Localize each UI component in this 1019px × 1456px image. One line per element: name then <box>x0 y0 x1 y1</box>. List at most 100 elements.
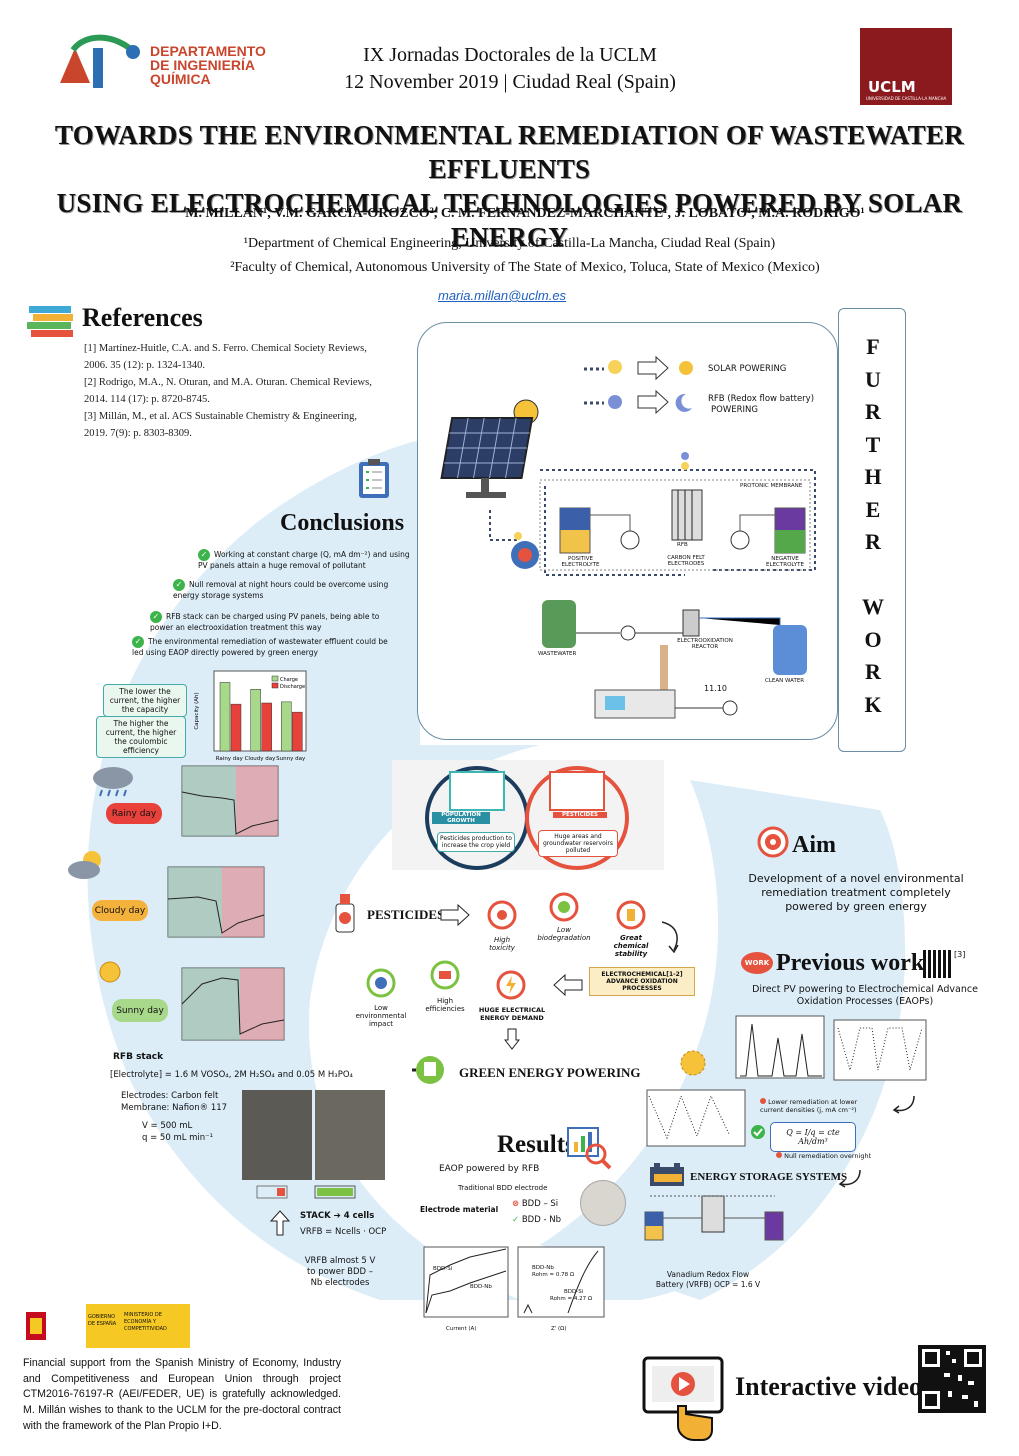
high-toxicity-label: High toxicity <box>489 936 515 952</box>
bdd-nb-option: ✓ BDD - Nb <box>512 1215 561 1225</box>
bddsi-imp-label: BDD-Si <box>564 1289 584 1295</box>
affiliation-2: ²Faculty of Chemical, Autonomous Univers… <box>230 260 820 275</box>
conclusion-text: Null removal at night hours could be ove… <box>173 580 389 600</box>
conclusion-text: Working at constant charge (Q, mA dm⁻²) … <box>198 550 410 570</box>
previous-work-title: Previous work <box>776 950 925 976</box>
conclusion-text: The environmental remediation of wastewa… <box>132 637 388 657</box>
sun-gear-icon <box>678 1048 708 1078</box>
rainy-day-badge: Rainy day <box>106 803 162 824</box>
electrode-photo <box>580 1180 626 1226</box>
legend-swatch <box>271 682 279 689</box>
trad-electrode-label: Traditional BDD electrode <box>458 1184 548 1192</box>
results-title: Results <box>497 1131 575 1158</box>
remediation-chart-2 <box>637 1088 749 1156</box>
electrode-material-label: Electrode material <box>420 1205 499 1214</box>
biodegradation-icon <box>549 892 579 922</box>
bddnb-imp-label: BDD-Nb <box>532 1265 554 1271</box>
left-arrow-icon <box>553 973 583 997</box>
interactive-video-title: Interactive video: <box>735 1372 931 1401</box>
clipboard-icon <box>357 458 391 500</box>
previous-work-text: Direct PV powering to Electrochemical Ad… <box>752 984 978 1007</box>
bar <box>230 703 242 752</box>
reference-2: [2] Rodrigo, M.A., N. Oturan, and M.A. O… <box>84 377 372 405</box>
further-work-letter: E <box>865 496 881 522</box>
conclusion-2: ✓Null removal at night hours could be ov… <box>173 579 393 600</box>
sunny-day-badge: Sunny day <box>112 999 168 1022</box>
tick-label: Cloudy day <box>245 756 277 762</box>
sun-icon <box>92 954 128 990</box>
event-name: IX Jornadas Doctorales de la UCLM <box>363 44 657 66</box>
eaop-box: ELECTROCHEMICAL[1-2] ADVANCE OXIDATION P… <box>589 967 695 996</box>
title-line2: USING ELECTROCHEMICAL TECHNOLOGIES POWER… <box>56 188 963 252</box>
further-work-letter: R <box>865 659 881 684</box>
protonic-membrane-label: PROTONIC MEMBRANE <box>740 483 803 489</box>
bdd-si-option: ⊗ BDD – Si <box>512 1199 558 1209</box>
tick-label: Rainy day <box>216 756 244 762</box>
dept-line3: QUÍMICA <box>150 71 211 87</box>
lower-remed-text: Lower remediation at lower current densi… <box>760 1098 858 1114</box>
cloudy-day-badge: Cloudy day <box>92 900 148 921</box>
impedance-chart <box>508 1245 608 1337</box>
legend-swatch <box>271 675 279 682</box>
rfb-powering-label-1: RFB (Redox flow battery) <box>708 394 815 404</box>
video-play-icon[interactable] <box>642 1356 726 1442</box>
wastewater-label: WASTEWATER <box>538 651 577 657</box>
conclusion-text: RFB stack can be charged using PV panels… <box>150 612 380 632</box>
solar-panel-icon <box>436 396 556 506</box>
further-work-letter <box>839 559 907 592</box>
bdd-nb-text: BDD - Nb <box>521 1215 561 1225</box>
low-biodeg-label: Low biodegradation <box>537 926 591 942</box>
meter-reading: 11.10 <box>704 684 727 693</box>
bar <box>281 701 292 752</box>
email-link[interactable]: maria.millan@uclm.es <box>438 288 567 303</box>
dept-line1: DEPARTAMENTO <box>150 43 266 59</box>
stability-icon <box>616 900 646 930</box>
plug-icon <box>410 1052 454 1088</box>
pesticide-production-note: Pesticides production to increase the cr… <box>437 832 515 852</box>
reference-3: [3] Millán, M., et al. ACS Sustainable C… <box>84 411 357 439</box>
further-work-letter: U <box>865 366 881 392</box>
energy-storage-title: ENERGY STORAGE SYSTEMS <box>690 1171 848 1183</box>
positive-electrolyte-label: POSITIVE ELECTROLYTE <box>561 556 600 568</box>
eaop-rfb-label: EAOP powered by RFB <box>439 1164 540 1174</box>
charge-equation: Q = I/q = cte Ah/dm³ <box>770 1122 856 1152</box>
further-work-letter: R <box>865 399 881 424</box>
note-coulombic: The higher the current, the higher the c… <box>96 716 186 758</box>
qr-code-video[interactable] <box>918 1345 986 1413</box>
note-capacity: The lower the current, the higher the ca… <box>103 684 187 717</box>
electrolyte-spec: [Electrolyte] = 1.6 M VOSO₄, 2M H₂SO₄ an… <box>110 1070 353 1080</box>
rfb-stack-title: RFB stack <box>113 1052 164 1062</box>
further-work-letter: O <box>864 626 882 652</box>
further-work-letter: T <box>865 431 881 457</box>
stack-photo-2 <box>315 1090 385 1180</box>
reference-1: [1] Martínez-Huitle, C.A. and S. Ferro. … <box>84 343 367 371</box>
further-work-letter: W <box>862 594 884 619</box>
voltage-chart <box>410 1245 510 1337</box>
low-impact-label: Low environmental impact <box>355 1004 407 1028</box>
dept-logo-mark <box>60 34 140 88</box>
battery-icon <box>648 1162 688 1188</box>
great-stability-label: Great chemical stability <box>613 934 649 958</box>
further-work-letter: R <box>865 529 881 554</box>
magnifier-chart-icon <box>566 1124 612 1170</box>
further-work-letter: K <box>864 691 882 717</box>
books-icon <box>25 300 77 340</box>
further-work-letter: F <box>866 334 880 359</box>
uclm-logo-text: UCLM <box>868 78 916 96</box>
funding-text: Financial support from the Spanish Minis… <box>23 1357 341 1432</box>
dept-logo: DEPARTAMENTO DE INGENIERÍA QUÍMICA <box>55 28 266 103</box>
stack-cells: STACK ➔ 4 cells <box>300 1211 375 1221</box>
negative-electrolyte-label: NEGATIVE ELECTROLYTE <box>766 556 804 568</box>
carbon-felt-label: CARBON FELT ELECTRODES <box>667 555 705 567</box>
ministerio-text: MINISTERIO DE ECONOMÍA Y COMPETITIVIDAD <box>124 1312 167 1332</box>
target-icon <box>755 826 791 862</box>
reactor-label: ELECTROOXIDATION REACTOR <box>677 638 733 650</box>
bdd-si-text: BDD – Si <box>521 1199 559 1209</box>
vrfb-schematic <box>640 1188 790 1268</box>
huge-areas-note: Huge areas and groundwater reservoirs po… <box>538 830 618 857</box>
down-arrow-icon <box>503 1028 521 1050</box>
up-arrow-icon <box>269 1210 291 1236</box>
check-circle-icon: ✓ <box>512 1215 520 1225</box>
spain-gov-logo: GOBIERNO DE ESPAÑA MINISTERIO DE ECONOMÍ… <box>20 1304 190 1348</box>
